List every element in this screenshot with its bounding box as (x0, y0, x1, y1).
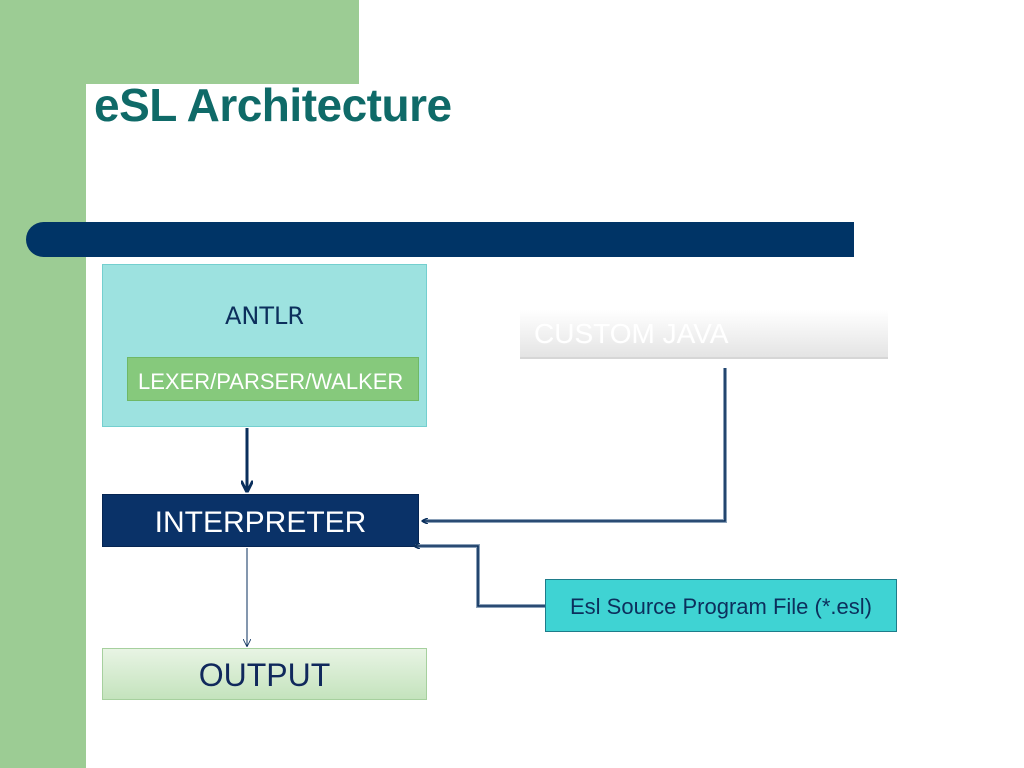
lexer-parser-walker-box (127, 357, 419, 401)
lexer-parser-walker-label: LEXER/PARSER/WALKER (138, 369, 404, 394)
arrow-java-to-interpreter (423, 368, 727, 523)
antlr-label: ANTLR (224, 302, 305, 330)
top-green-band (0, 0, 359, 84)
custom-java-label: CUSTOM JAVA (534, 318, 729, 349)
output-label: OUTPUT (198, 657, 331, 693)
custom-java-box: CUSTOM JAVA (520, 310, 888, 359)
title-divider-bar (26, 222, 854, 257)
interpreter-box: INTERPRETER (102, 494, 419, 547)
source-file-box: Esl Source Program File (*.esl) (545, 579, 897, 632)
arrow-source-to-interpreter (415, 544, 545, 608)
interpreter-label: INTERPRETER (154, 506, 367, 539)
output-box: OUTPUT (102, 648, 427, 700)
left-green-band (0, 0, 86, 768)
source-file-label: Esl Source Program File (*.esl) (570, 594, 872, 619)
slide-title: eSL Architecture (94, 79, 452, 131)
